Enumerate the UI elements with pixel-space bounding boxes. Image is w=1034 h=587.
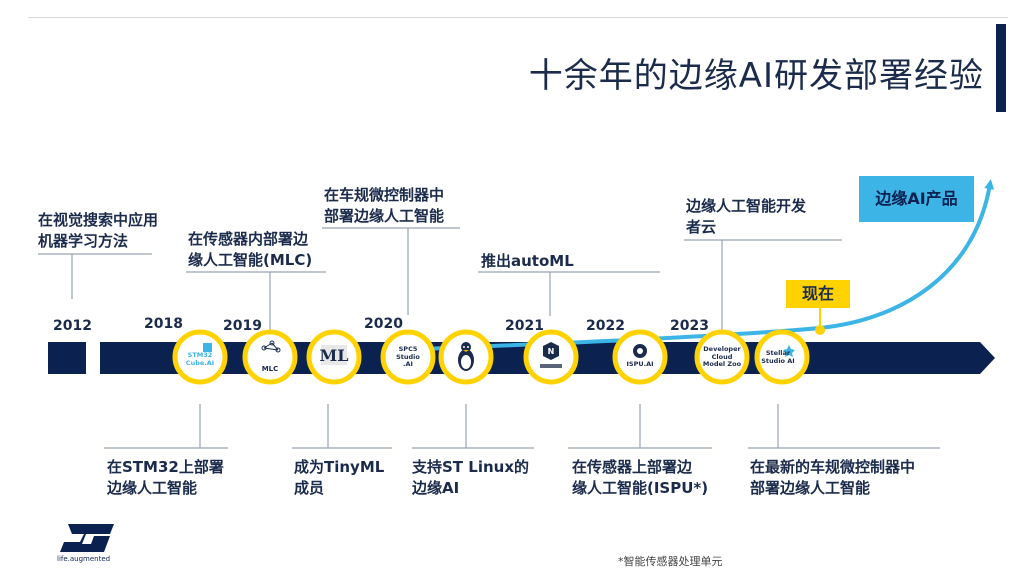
label-ispu: 在传感器上部署边缘人工智能(ISPU*) [572, 458, 709, 497]
label-latest-mcu: 在最新的车规微控制器中部署边缘人工智能 [750, 458, 916, 497]
label-st-linux: 支持ST Linux的边缘AI [412, 458, 529, 497]
now-badge: 现在 [786, 280, 850, 308]
milestone-circles [172, 329, 810, 385]
footnote: *智能传感器处理单元 [618, 555, 723, 568]
year-2018: 2018 [144, 316, 183, 332]
label-automl: 推出autoML [481, 252, 574, 270]
label-mlc: 在传感器内部署边缘人工智能(MLC) [188, 230, 313, 269]
top-divider [28, 17, 1008, 18]
year-2020: 2020 [364, 316, 403, 332]
svg-text:N: N [548, 347, 555, 356]
label-dev-cloud: 边缘人工智能开发者云 [686, 197, 807, 236]
star-icon [783, 345, 795, 357]
svg-text:ML: ML [320, 346, 349, 365]
logo-tagline: life.augmented [57, 555, 111, 563]
cube-icon [203, 343, 212, 352]
year-2023: 2023 [670, 318, 709, 334]
year-2022: 2022 [586, 318, 625, 334]
st-logo [60, 524, 114, 552]
linux-penguin-icon [458, 342, 474, 371]
page-title: 十余年的边缘AI研发部署经验 [528, 56, 984, 96]
bottom-leader-lines [104, 404, 940, 449]
network-icon [261, 340, 281, 353]
automl-icon: N [540, 342, 562, 368]
title-accent-bar [996, 24, 1006, 112]
edge-ai-product-box: 边缘AI产品 [859, 176, 974, 222]
year-2012: 2012 [53, 318, 92, 334]
label-ml-visual-search: 在视觉搜索中应用机器学习方法 [38, 211, 159, 250]
label-auto-mcu: 在车规微控制器中部署边缘人工智能 [324, 186, 445, 225]
now-marker [815, 325, 825, 335]
year-2019: 2019 [223, 318, 262, 334]
top-leader-lines [38, 227, 842, 330]
tinyml-icon: ML [320, 345, 349, 365]
timeline-bar-start [48, 342, 86, 374]
node-mlc: MLC [261, 365, 279, 373]
node-ispu-ai: ISPU.AI [626, 360, 654, 368]
year-2021: 2021 [505, 318, 544, 334]
label-stm32: 在STM32上部署边缘人工智能 [107, 458, 224, 497]
